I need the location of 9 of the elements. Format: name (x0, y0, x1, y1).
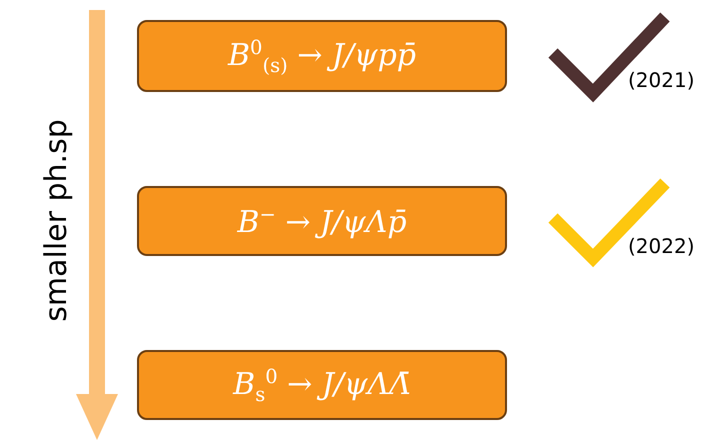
process-box (137, 186, 507, 256)
process-box (137, 350, 507, 420)
formula-text: B$^{−}$ → J/ψΛp̄ (237, 202, 407, 240)
year-label: (2022) (628, 234, 695, 258)
formula-text: B$^{0}$$_{(s)}$ → J/ψpp̄ (228, 36, 416, 76)
formula-text: B$_{s}$$^{0}$ → J/ψΛΛ̄ (233, 364, 411, 406)
process-box (137, 20, 507, 92)
axis-label: smaller ph.sp (38, 118, 74, 322)
year-label: (2021) (628, 68, 695, 92)
